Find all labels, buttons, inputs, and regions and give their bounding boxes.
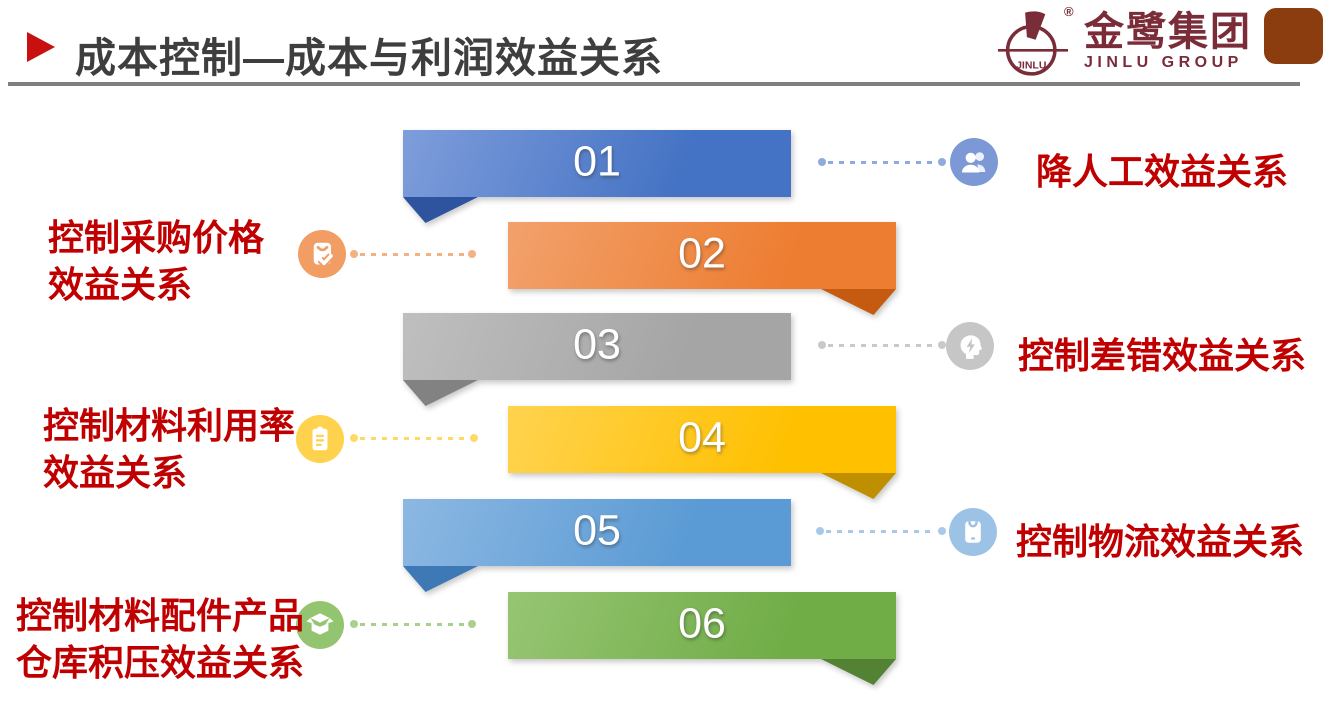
benefit-label: 降人工效益关系 — [1036, 151, 1289, 192]
page-title: 成本控制—成本与利润效益关系 — [75, 35, 663, 81]
connector-dotted-line — [350, 250, 476, 258]
benefit-label-line: 控制材料配件产品 — [16, 595, 305, 636]
accent-square — [1264, 8, 1323, 64]
registered-mark: ® — [1064, 4, 1074, 19]
logo-emblem-icon: JINLU — [998, 11, 1068, 76]
brand-text: 金鹭集团 JINLU GROUP — [1084, 10, 1252, 72]
connector-dot — [350, 250, 358, 258]
connector-dot — [938, 527, 946, 535]
connector-dashes — [360, 622, 466, 626]
step-number: 04 — [678, 413, 726, 462]
company-logo: JINLU ® 金鹭集团 JINLU GROUP — [998, 4, 1250, 80]
benefit-label: 控制材料配件产品 仓库积压效益关系 — [16, 592, 304, 686]
benefit-label: 控制材料利用率 效益关系 — [43, 402, 295, 496]
benefit-label-line: 控制采购价格 — [48, 217, 265, 258]
ribbon-banner-06: 06 — [508, 592, 896, 685]
step-number: 05 — [573, 506, 621, 555]
step-number: 06 — [678, 599, 726, 648]
brand-name-cn: 金鹭集团 — [1084, 10, 1252, 54]
connector-dotted-line — [816, 527, 946, 535]
benefit-label-line: 仓库积压效益关系 — [16, 642, 305, 683]
connector-dashes — [360, 252, 466, 256]
benefit-label: 控制采购价格 效益关系 — [48, 214, 264, 308]
connector-dotted-line — [350, 620, 476, 628]
benefit-label-line: 控制材料利用率 — [43, 405, 296, 446]
step-number: 03 — [573, 320, 621, 369]
connector-dotted-line — [818, 158, 946, 166]
ribbon-banner-03: 03 — [403, 313, 791, 406]
connector-dashes — [826, 529, 936, 533]
ribbon-banner-02: 02 — [508, 222, 896, 315]
title-bullet-icon — [27, 32, 55, 62]
connector-dot — [816, 527, 824, 535]
ribbon-fold — [403, 197, 478, 223]
ribbon-fold — [821, 289, 896, 315]
head-lightning-icon — [946, 322, 994, 370]
connector-dashes — [360, 436, 468, 440]
connector-dot — [468, 250, 476, 258]
connector-dot — [350, 620, 358, 628]
ribbon-banner-04: 04 — [508, 406, 896, 499]
connector-dot — [818, 341, 826, 349]
connector-dot — [470, 434, 478, 442]
shopping-bag-check-icon — [298, 230, 346, 278]
benefit-label: 控制差错效益关系 — [1018, 335, 1307, 376]
step-number: 02 — [678, 229, 726, 278]
connector-dot — [350, 434, 358, 442]
connector-dot — [468, 620, 476, 628]
connector-dotted-line — [818, 341, 946, 349]
ribbon-fold — [821, 659, 896, 685]
package-icon — [949, 508, 997, 556]
ribbon-fold — [403, 566, 478, 592]
header-divider — [8, 82, 1300, 86]
connector-dashes — [828, 343, 936, 347]
step-number: 01 — [573, 137, 621, 186]
ribbon-fold — [821, 473, 896, 499]
connector-dot — [818, 158, 826, 166]
clipboard-icon — [296, 415, 344, 463]
ribbon-banner-01: 01 — [403, 130, 791, 223]
benefit-label-line: 效益关系 — [48, 264, 193, 305]
connector-dotted-line — [350, 434, 478, 442]
svg-text:JINLU: JINLU — [1016, 60, 1046, 72]
ribbon-banner-05: 05 — [403, 499, 791, 592]
people-icon — [950, 138, 998, 186]
brand-name-en: JINLU GROUP — [1084, 54, 1243, 71]
benefit-label-line: 效益关系 — [43, 452, 188, 493]
connector-dot — [938, 158, 946, 166]
open-box-icon — [296, 601, 344, 649]
benefit-label: 控制物流效益关系 — [1016, 521, 1305, 562]
connector-dashes — [828, 160, 936, 164]
ribbon-fold — [403, 380, 478, 406]
connector-dot — [938, 341, 946, 349]
